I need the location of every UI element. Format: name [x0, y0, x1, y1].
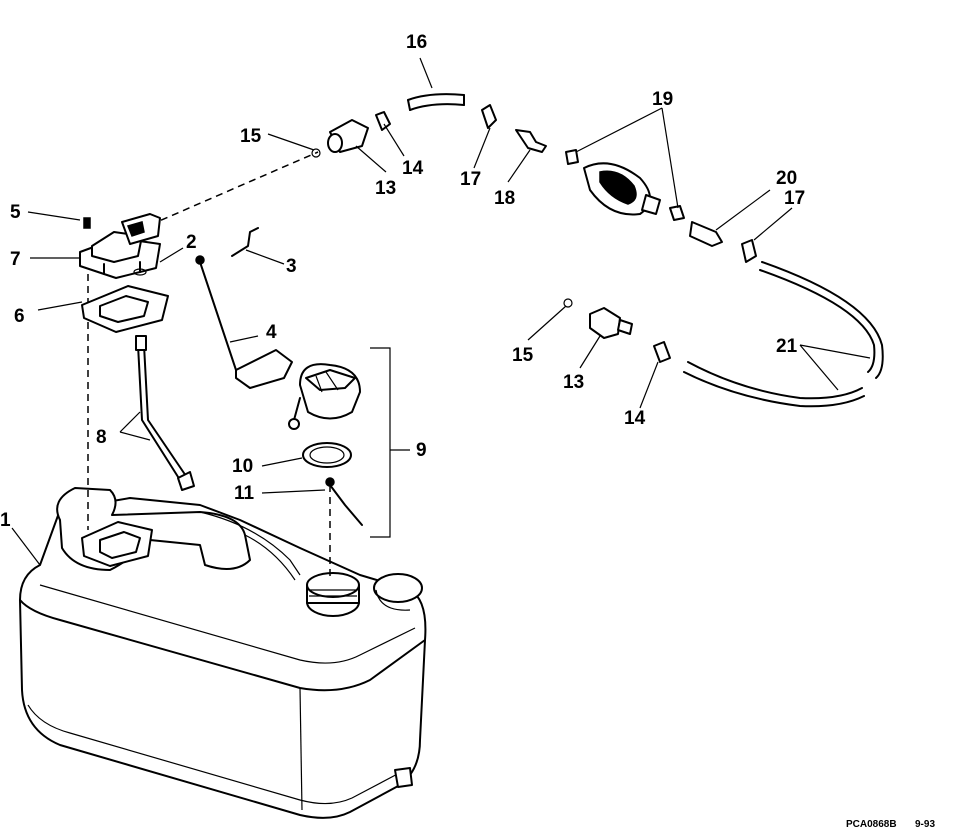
label-part-19: 19 — [652, 89, 673, 110]
hose-and-fittings — [407, 93, 547, 153]
label-part-4: 4 — [266, 322, 277, 343]
right-connector — [689, 221, 757, 263]
label-part-8: 8 — [96, 427, 107, 448]
upper-connector-set — [311, 111, 391, 158]
lower-connector-set — [563, 298, 671, 363]
label-part-13-upper: 13 — [375, 178, 396, 199]
label-part-18: 18 — [494, 188, 515, 209]
label-part-2: 2 — [186, 232, 197, 253]
part-labels: 1 2 3 4 5 6 7 8 9 10 11 13 13 14 14 15 1… — [0, 32, 805, 531]
label-part-15-upper: 15 — [240, 126, 262, 147]
drawing-footer: PCA0868B 9-93 — [846, 819, 935, 830]
label-part-17-left: 17 — [460, 169, 481, 190]
label-part-3: 3 — [286, 256, 297, 277]
label-part-16: 16 — [406, 32, 427, 53]
drawing-code: PCA0868B — [846, 819, 897, 830]
label-part-5: 5 — [10, 202, 21, 223]
drawing-date: 9-93 — [915, 819, 935, 830]
primer-bulb — [565, 149, 685, 221]
label-part-10: 10 — [232, 456, 253, 477]
label-part-6: 6 — [14, 306, 25, 327]
label-part-14-lower: 14 — [624, 408, 646, 429]
leader-lines — [11, 57, 871, 566]
label-part-11: 11 — [234, 483, 255, 504]
label-part-13-lower: 13 — [563, 372, 584, 393]
label-part-21: 21 — [776, 336, 798, 357]
label-part-15-lower: 15 — [512, 345, 534, 366]
float-arm-assembly — [195, 227, 293, 389]
label-part-1: 1 — [0, 510, 11, 531]
label-part-7: 7 — [10, 249, 21, 270]
assembly-lines — [87, 151, 331, 580]
pickup-tube — [135, 335, 195, 491]
label-part-17-right: 17 — [784, 188, 805, 209]
label-part-9: 9 — [416, 440, 427, 461]
fuel-tank — [19, 487, 427, 819]
fuel-gauge-assembly — [79, 213, 169, 333]
fuel-hose — [683, 261, 884, 408]
filler-cap-assembly — [288, 363, 363, 526]
label-part-20: 20 — [776, 168, 797, 189]
label-part-14-upper: 14 — [402, 158, 424, 179]
